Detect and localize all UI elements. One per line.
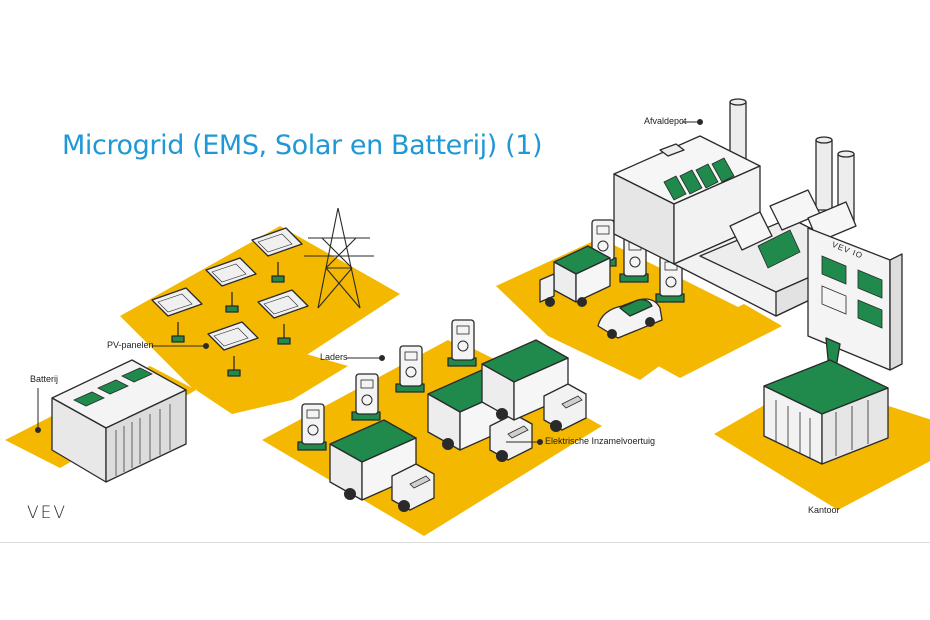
microgrid-illustration	[5, 98, 930, 536]
vev-logo: VEV	[27, 503, 67, 523]
slide: Microgrid (EMS, Solar en Batterij) (1) B…	[0, 78, 930, 543]
solar-panel-icon	[151, 287, 203, 343]
label-pv-panels: PV-panelen	[107, 340, 154, 350]
solar-panels	[151, 227, 309, 377]
label-chargers: Laders	[320, 352, 348, 362]
label-office: Kantoor	[808, 505, 840, 515]
garbage-truck-icon	[329, 419, 435, 512]
charger-icon	[395, 345, 425, 393]
label-battery: Batterij	[30, 374, 59, 384]
monitoring-screen-icon	[807, 227, 903, 381]
depot-extension	[640, 304, 782, 378]
solar-connector	[196, 350, 348, 414]
solar-panel-icon	[205, 257, 257, 313]
charger-icon	[447, 319, 477, 367]
page-title: Microgrid (EMS, Solar en Batterij) (1)	[62, 130, 543, 161]
solar-panel-icon	[251, 227, 303, 283]
label-electric-vehicle: Elektrische Inzamelvoertuig	[545, 436, 656, 446]
solar-panel-icon	[207, 321, 259, 377]
power-tower-icon	[304, 207, 374, 309]
label-depot: Afvaldepot	[644, 116, 687, 126]
battery-container-icon	[51, 359, 187, 483]
office-building-icon	[763, 359, 889, 465]
car-icon	[597, 298, 663, 339]
charger-icon	[297, 403, 327, 451]
trucks	[329, 245, 611, 512]
callout-lines	[35, 119, 703, 445]
delivery-van-icon	[539, 245, 611, 307]
solar-platform	[120, 226, 400, 390]
solar-panel-icon	[257, 289, 309, 345]
garbage-truck-icon	[481, 339, 587, 432]
charger-icon	[351, 373, 381, 421]
